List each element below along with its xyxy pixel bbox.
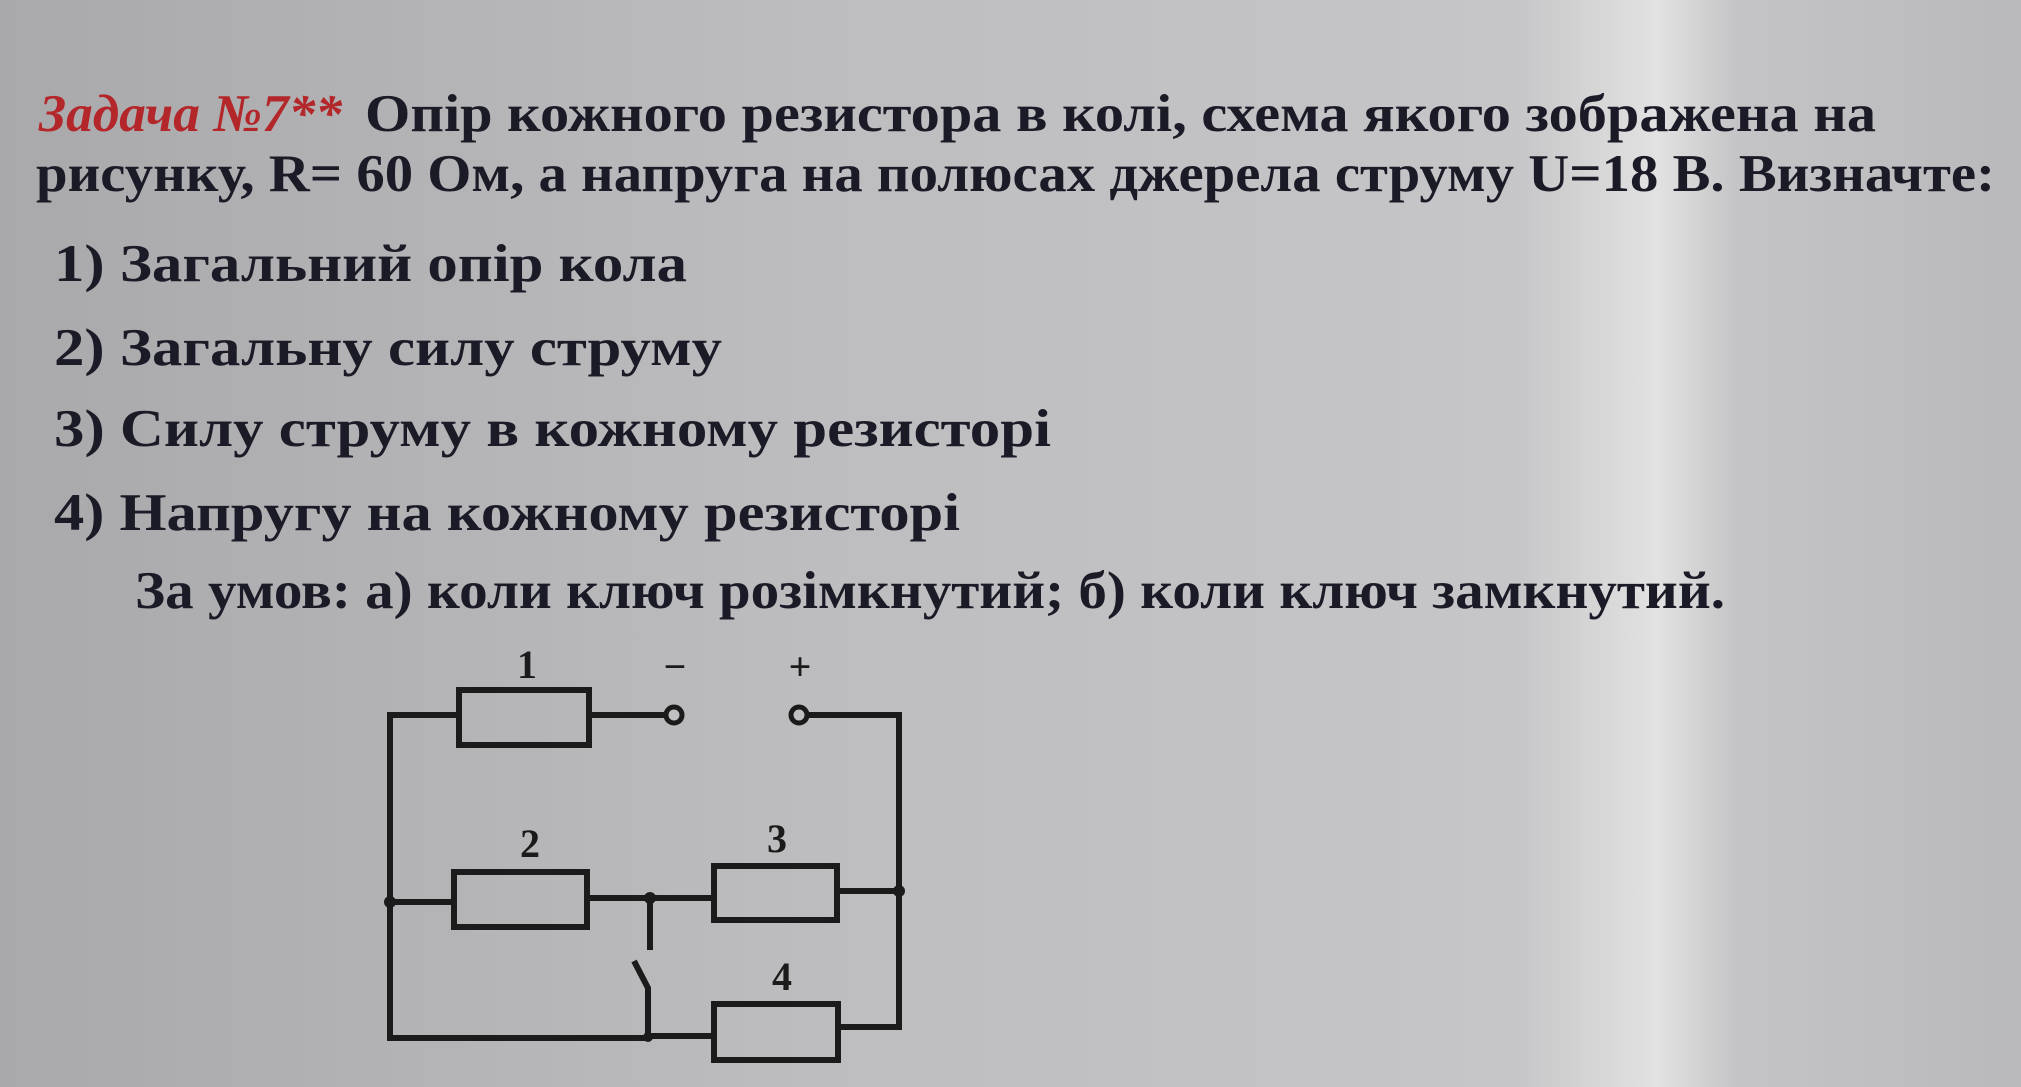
plus-terminal — [788, 704, 810, 726]
junction-node — [893, 885, 905, 897]
conditions-text: За умов: а) коли ключ розімкнутий; б) ко… — [135, 562, 1725, 620]
resistor-2 — [451, 869, 590, 930]
problem-label: Задача №7** — [38, 85, 342, 143]
junction-node — [643, 1032, 653, 1042]
resistor-3-label: 3 — [767, 816, 787, 861]
junction-node — [644, 892, 656, 904]
resistor-2-label: 2 — [520, 821, 540, 866]
wire-plus-right — [806, 712, 902, 1030]
resistor-4 — [711, 1001, 841, 1063]
switch-blade — [631, 959, 651, 1038]
question-item-3: 3) Силу струму в кожному резисторі — [54, 400, 1051, 458]
minus-terminal — [663, 704, 685, 726]
resistor-4-label: 4 — [772, 954, 792, 999]
question-item-2: 2) Загальну силу струму — [54, 319, 722, 377]
question-item-1: 1) Загальний опір кола — [54, 235, 687, 293]
resistor-3 — [711, 863, 840, 923]
junction-node — [384, 896, 396, 908]
wire-top-left — [387, 712, 650, 1041]
resistor-1 — [456, 687, 592, 748]
minus-sign: − — [664, 644, 687, 689]
resistor-1-label: 1 — [517, 642, 537, 687]
circuit-diagram: 1 2 3 4 − + — [384, 642, 905, 1063]
question-item-4: 4) Напругу на кожному резисторі — [54, 484, 960, 542]
problem-text-line1: Опір кожного резистора в колі, схема яко… — [365, 85, 1876, 143]
plus-sign: + — [789, 644, 812, 689]
problem-text-line2: рисунку, R= 60 Ом, а напруга на полюсах … — [36, 145, 1995, 203]
